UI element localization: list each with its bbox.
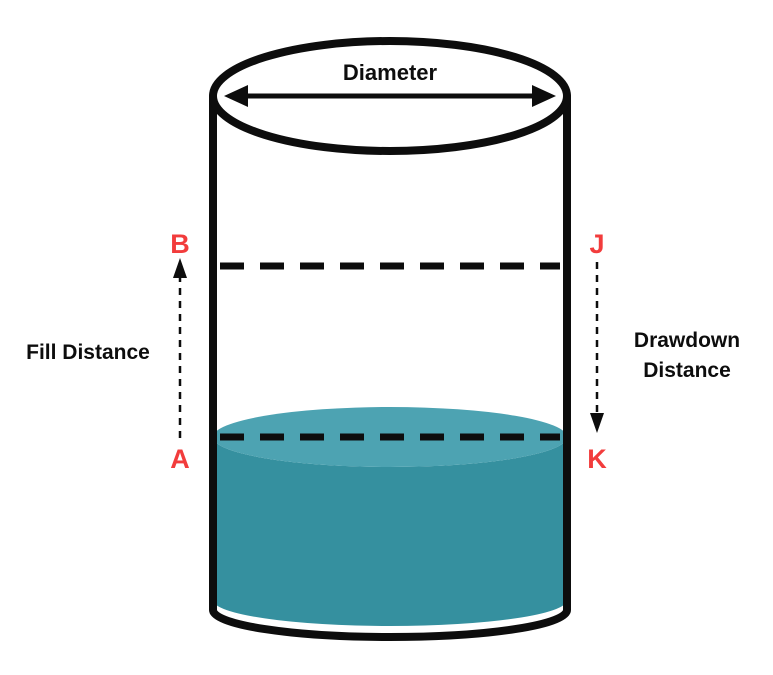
fill-distance-arrow xyxy=(173,258,187,438)
fill-distance-label: Fill Distance xyxy=(26,341,150,364)
diameter-arrowhead-right xyxy=(532,85,556,107)
water-body xyxy=(213,437,567,626)
point-k-label: K xyxy=(587,444,607,474)
drawdown-distance-arrowhead xyxy=(590,413,604,433)
point-a-label: A xyxy=(170,444,190,474)
point-j-label: J xyxy=(589,229,604,259)
fill-distance-arrowhead xyxy=(173,258,187,278)
diameter-label: Diameter xyxy=(343,60,438,85)
cylinder-body-outline xyxy=(209,92,571,641)
point-b-label: B xyxy=(170,229,190,259)
diameter-arrowhead-left xyxy=(224,85,248,107)
diameter-arrow xyxy=(224,85,556,107)
drawdown-distance-label-line2: Distance xyxy=(643,359,731,382)
drawdown-distance-arrow xyxy=(590,262,604,433)
drawdown-distance-label-line1: Drawdown xyxy=(634,329,740,352)
